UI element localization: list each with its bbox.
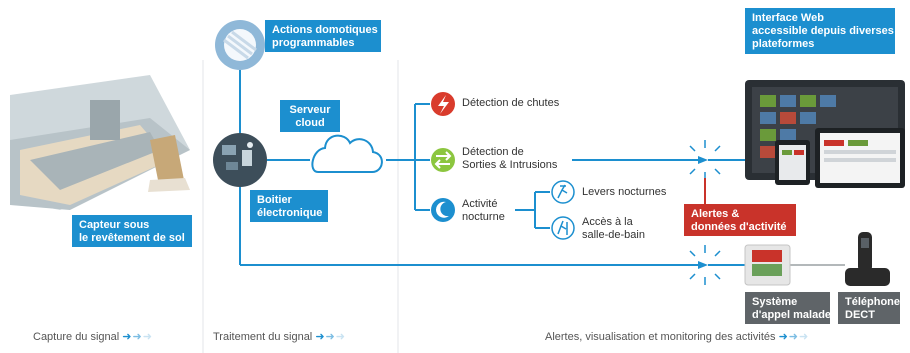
telephone-label: Téléphone DECT	[838, 292, 900, 324]
actions-label: Actions domotiques programmables	[265, 20, 381, 52]
capteur-label: Capteur sous le revêtement de sol	[72, 215, 192, 247]
nocturne-label: Activité nocturne	[462, 198, 505, 223]
stage-capture: Capture du signal ➜➜➜	[33, 330, 153, 343]
arrow-sequence-icon: ➜➜➜	[315, 331, 346, 343]
arrow-sequence-icon: ➜➜➜	[778, 331, 810, 343]
systeme-label: Système d'appel malade	[745, 292, 831, 324]
chutes-label: Détection de chutes	[462, 97, 560, 109]
stage-traitement: Traitement du signal ➜➜➜	[213, 330, 346, 343]
arrow-sequence-icon: ➜➜➜	[122, 331, 153, 343]
floor-sensor-illustration	[10, 75, 190, 210]
alertes-label: Alertes & données d'activité	[684, 204, 796, 236]
signal-burst-icon	[689, 245, 721, 285]
stage-alertes: Alertes, visualisation et monitoring des…	[545, 330, 809, 343]
levers-label: Levers nocturnes	[582, 186, 667, 198]
stage-traitement-text: Traitement du signal	[213, 331, 313, 343]
boitier-label: Boitier électronique	[250, 190, 328, 222]
devices-illustration	[745, 80, 905, 188]
cloud-icon	[311, 134, 383, 173]
moon-icon	[431, 198, 455, 222]
sorties-label: Détection de Sorties & Intrusions	[462, 146, 558, 171]
exchange-arrows-icon	[431, 148, 455, 172]
nurse-call-device	[744, 244, 791, 286]
stage-capture-text: Capture du signal	[33, 331, 120, 343]
circuit-board-icon	[213, 133, 267, 187]
interface-label: Interface Web accessible depuis diverses…	[745, 8, 895, 54]
dect-phone	[845, 232, 890, 286]
stage-alertes-text: Alertes, visualisation et monitoring des…	[545, 331, 776, 343]
acces-label: Accès à la salle-de-bain	[582, 216, 645, 241]
serveur-label: Serveur cloud	[280, 100, 340, 132]
person-walking-icon	[551, 180, 575, 204]
